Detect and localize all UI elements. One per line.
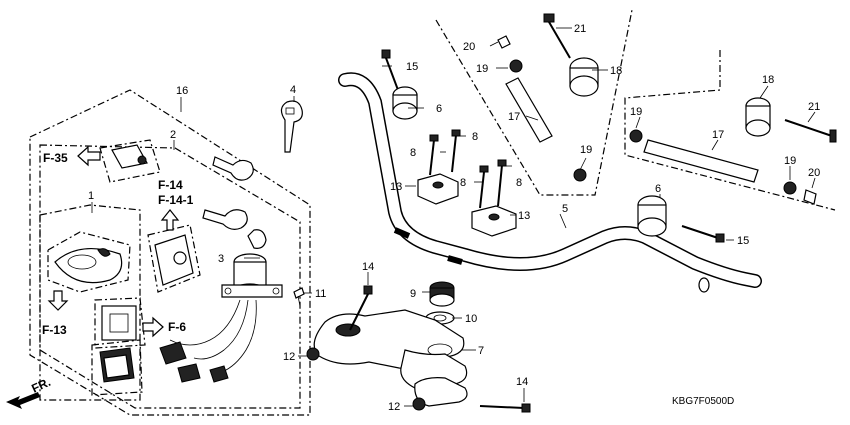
- holder-13-right: [471, 205, 517, 237]
- callout-13a: 13: [390, 181, 402, 193]
- bracket-part: [147, 224, 201, 293]
- callout-19c: 19: [630, 106, 642, 118]
- callout-14-lower: 14: [516, 376, 528, 388]
- callout-8a: 8: [410, 147, 416, 159]
- callout-12-upper: 12: [283, 351, 295, 363]
- callout-6-upper: 6: [436, 103, 442, 115]
- leader-5: [559, 213, 567, 229]
- top-bridge-7: [313, 309, 468, 407]
- weight-6-upper: [392, 86, 418, 120]
- callout-6-lower: 6: [655, 183, 661, 195]
- nut-12-upper: [306, 347, 320, 361]
- arrow-f35: [77, 145, 101, 167]
- assembly-2-outline: [39, 144, 301, 409]
- arrow-front: [6, 392, 40, 409]
- callout-8d: 8: [516, 177, 522, 189]
- cap-nut-9: [429, 281, 455, 307]
- callout-2: 2: [170, 129, 176, 141]
- callout-16: 16: [176, 85, 188, 97]
- callout-18-right: 18: [762, 74, 774, 86]
- bolt-15-upper: [381, 49, 399, 91]
- key-3-icon: [202, 209, 267, 249]
- ref-f14: F-14: [158, 178, 183, 192]
- arrow-f6: [142, 316, 164, 338]
- callout-18-upper: 18: [610, 65, 622, 77]
- weight-6-lower: [637, 195, 667, 237]
- inset-upper-parts: [497, 13, 599, 182]
- diagram-code: KBG7F0500D: [672, 396, 734, 407]
- leaders: [244, 27, 816, 407]
- callout-19d: 19: [784, 155, 796, 167]
- callout-3: 3: [218, 253, 224, 265]
- callout-8b: 8: [472, 131, 478, 143]
- callout-20-right: 20: [808, 167, 820, 179]
- callout-12-lower: 12: [388, 401, 400, 413]
- callout-4: 4: [290, 84, 296, 96]
- inset-upper-outline: [435, 9, 633, 196]
- callout-17-upper: 17: [508, 111, 520, 123]
- arrow-f13: [47, 290, 69, 311]
- callout-13b: 13: [518, 210, 530, 222]
- screw-11: [293, 287, 305, 307]
- callout-7: 7: [478, 345, 484, 357]
- bolt-14-lower: [479, 403, 531, 413]
- inset-right-outline: [624, 50, 836, 211]
- callout-15-lower: 15: [737, 235, 749, 247]
- callout-20-upper: 20: [463, 41, 475, 53]
- callout-8c: 8: [460, 177, 466, 189]
- key-4-icon: [280, 100, 303, 153]
- arrow-f14: [160, 209, 180, 231]
- ref-front: FR.: [29, 375, 52, 396]
- callout-14-upper: 14: [362, 261, 374, 273]
- ignition-switch: [221, 253, 283, 298]
- bolt-15-lower: [681, 225, 725, 243]
- key-2-icon: [212, 156, 254, 181]
- nut-12-lower: [412, 397, 426, 411]
- assembly-16-outline: [29, 89, 311, 416]
- callout-10: 10: [465, 313, 477, 325]
- callout-17-right: 17: [712, 129, 724, 141]
- callout-19a: 19: [476, 63, 488, 75]
- handlebar: [338, 72, 762, 293]
- ref-f13: F-13: [42, 323, 67, 337]
- part-1-switch-block: [94, 297, 146, 349]
- bolts-8: [429, 129, 507, 209]
- assembly-1-outline: [39, 204, 141, 401]
- inset-right-parts: [629, 97, 837, 205]
- callout-1: 1: [88, 190, 94, 202]
- ref-f35: F-35: [43, 151, 68, 165]
- callout-15-upper: 15: [406, 61, 418, 73]
- part-1-connector-block: [91, 339, 143, 396]
- ref-f6: F-6: [168, 320, 186, 334]
- callout-5: 5: [562, 203, 568, 215]
- callout-21-upper: 21: [574, 23, 586, 35]
- callout-9: 9: [410, 288, 416, 300]
- part-1-cover: [47, 231, 131, 293]
- wiring-harness: [159, 299, 257, 383]
- holder-13-left: [417, 173, 459, 205]
- ref-f14-1: F-14-1: [158, 193, 194, 207]
- bolt-14-upper: [349, 285, 373, 331]
- callout-19b: 19: [580, 144, 592, 156]
- callout-21-right: 21: [808, 101, 820, 113]
- callout-11: 11: [315, 288, 326, 300]
- switch-part-upper: [99, 139, 161, 183]
